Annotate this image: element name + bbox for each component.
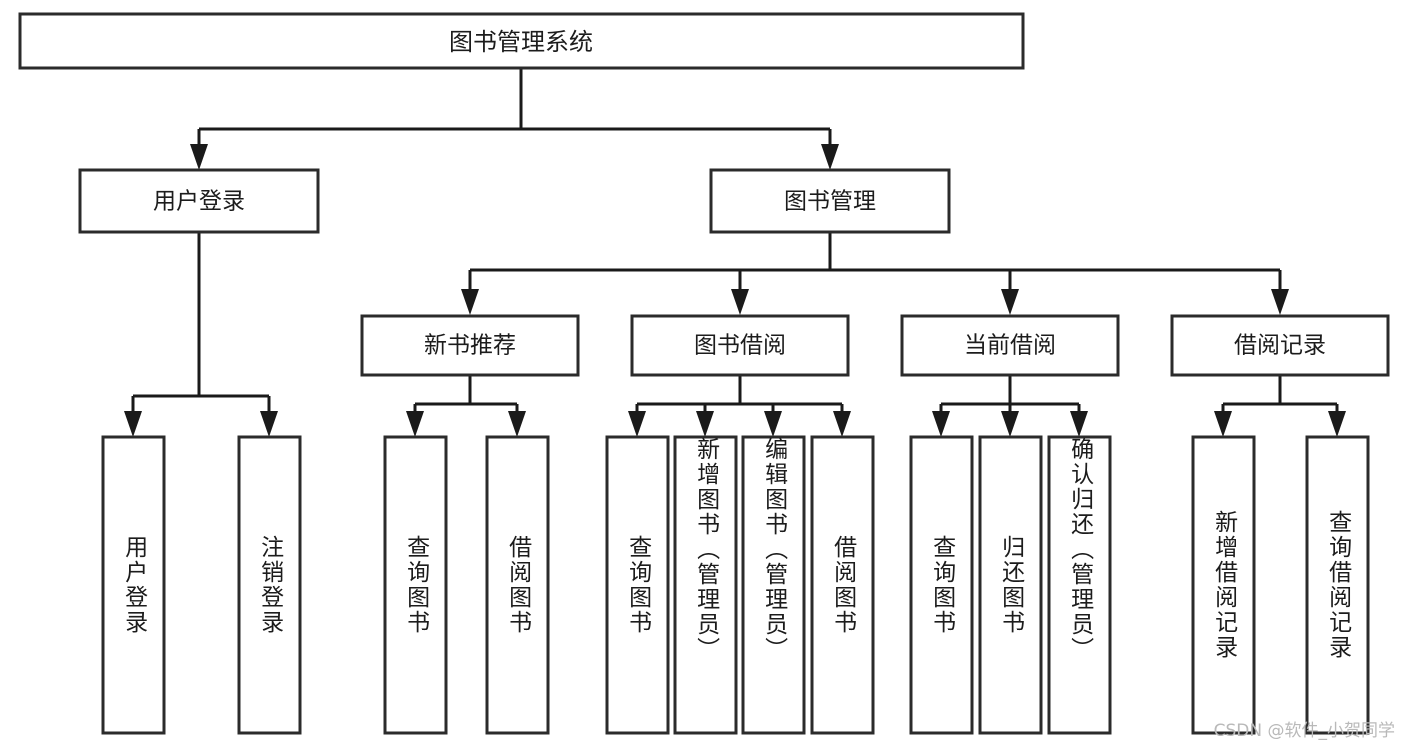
leaf-node-add-record[interactable]	[1191, 435, 1256, 735]
arrow-to-leaf-user-login	[124, 411, 142, 437]
arrow-to-book-borrow	[731, 289, 749, 315]
connector-group-user-login-to-leaves	[131, 232, 271, 411]
arrow-to-leaf-query-record	[1328, 411, 1346, 437]
leaf-node-borrow-book-1[interactable]	[485, 435, 550, 735]
connector-group-borrow-record-to-leaves	[1221, 375, 1339, 411]
leaf-node-add-book[interactable]	[673, 435, 738, 735]
arrow-to-leaf-user-logout	[260, 411, 278, 437]
connector-group-book-borrow-to-leaves	[635, 375, 844, 411]
arrow-root-to-user-login	[190, 144, 208, 170]
connector-group-new-book-recommend-to-leaves	[413, 375, 519, 411]
node-book-manage[interactable]: 图书管理	[709, 168, 951, 234]
leaf-node-edit-book[interactable]	[741, 435, 806, 735]
node-borrow-record[interactable]: 借阅记录	[1170, 314, 1390, 377]
leaf-node-query-record[interactable]	[1305, 435, 1370, 735]
connector-group-current-borrow-to-leaves	[939, 375, 1081, 411]
leaf-node-query-book-1[interactable]	[383, 435, 448, 735]
node-book-manage-label: 图书管理	[784, 189, 876, 215]
arrow-to-leaf-query-book-1	[406, 411, 424, 437]
node-new-book-recommend[interactable]: 新书推荐	[360, 314, 580, 377]
arrow-to-leaf-confirm-return	[1070, 411, 1088, 437]
node-root-system[interactable]: 图书管理系统	[18, 12, 1025, 70]
leaf-node-borrow-book-2[interactable]	[810, 435, 875, 735]
arrow-to-leaf-borrow-book-1	[508, 411, 526, 437]
leaf-node-return-book[interactable]	[978, 435, 1043, 735]
arrow-to-leaf-edit-book	[764, 411, 782, 437]
arrow-to-current-borrow	[1001, 289, 1019, 315]
node-new-book-recommend-label: 新书推荐	[424, 333, 516, 359]
arrow-to-leaf-query-book-3	[932, 411, 950, 437]
arrow-to-new-book-recommend	[461, 289, 479, 315]
node-book-borrow[interactable]: 图书借阅	[630, 314, 850, 377]
leaf-node-user-logout[interactable]	[237, 435, 302, 735]
node-book-borrow-label: 图书借阅	[694, 333, 786, 359]
connector-group-book-manage-to-level3	[468, 232, 1282, 289]
arrow-to-leaf-query-book-2	[628, 411, 646, 437]
node-current-borrow-label: 当前借阅	[964, 333, 1056, 359]
node-user-login-label: 用户登录	[153, 189, 245, 215]
leaf-node-query-book-3[interactable]	[909, 435, 974, 735]
arrow-root-to-book-manage	[821, 144, 839, 170]
node-current-borrow[interactable]: 当前借阅	[900, 314, 1120, 377]
arrow-to-leaf-add-record	[1214, 411, 1232, 437]
leaf-node-confirm-return[interactable]	[1047, 435, 1112, 735]
arrow-to-leaf-borrow-book-2	[833, 411, 851, 437]
node-root-system-label: 图书管理系统	[449, 28, 593, 56]
arrow-to-leaf-add-book	[696, 411, 714, 437]
connector-group-root-to-level2	[197, 68, 832, 144]
arrow-to-borrow-record	[1271, 289, 1289, 315]
node-user-login[interactable]: 用户登录	[78, 168, 320, 234]
arrow-to-leaf-return-book	[1001, 411, 1019, 437]
leaf-node-user-login[interactable]	[101, 435, 166, 735]
leaf-node-query-book-2[interactable]	[605, 435, 670, 735]
node-borrow-record-label: 借阅记录	[1234, 333, 1326, 359]
